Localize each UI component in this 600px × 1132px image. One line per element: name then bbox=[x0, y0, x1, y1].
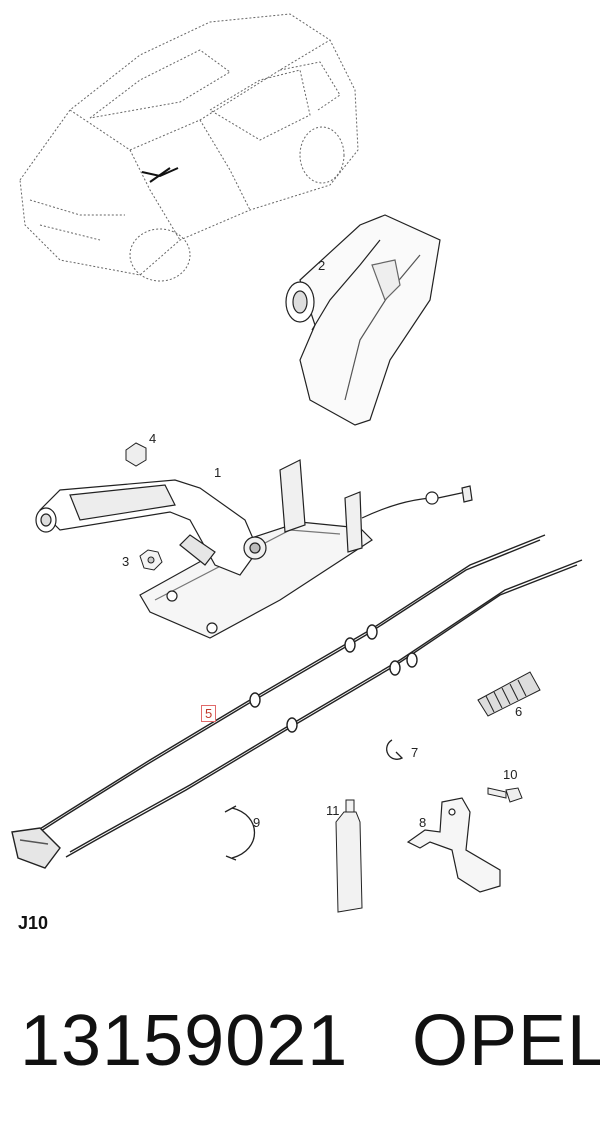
brand-name: OPEL bbox=[412, 1001, 600, 1081]
hand-brake-lever-assembly bbox=[35, 459, 473, 639]
callout-6: 6 bbox=[515, 704, 523, 719]
bracket-part bbox=[406, 797, 501, 893]
section-code: J10 bbox=[18, 913, 49, 933]
callout-10: 10 bbox=[503, 767, 518, 782]
callout-7: 7 bbox=[411, 745, 419, 760]
cap-part bbox=[125, 442, 147, 467]
grease-tube-part bbox=[335, 799, 363, 913]
lever-boot-cover bbox=[285, 214, 441, 426]
clip-part bbox=[386, 739, 404, 760]
callout-4: 4 bbox=[149, 431, 157, 446]
screw-part bbox=[487, 787, 523, 803]
nut-part bbox=[139, 549, 163, 571]
callout-9: 9 bbox=[253, 815, 261, 830]
vehicle-outline bbox=[19, 13, 359, 282]
part-number: 13159021 bbox=[20, 1001, 349, 1081]
bellows-part bbox=[477, 671, 541, 717]
brake-cables bbox=[11, 534, 583, 869]
parking-brake-exploded-diagram bbox=[11, 13, 583, 913]
vehicle-brake-location bbox=[141, 167, 179, 183]
callout-1: 1 bbox=[214, 465, 222, 480]
spring-clip-part bbox=[224, 805, 256, 861]
callout-2: 2 bbox=[318, 258, 326, 273]
callout-3: 3 bbox=[122, 554, 130, 569]
callout-8: 8 bbox=[419, 815, 427, 830]
callout-11: 11 bbox=[326, 803, 340, 818]
callout-5-highlighted: 5 bbox=[201, 705, 217, 722]
